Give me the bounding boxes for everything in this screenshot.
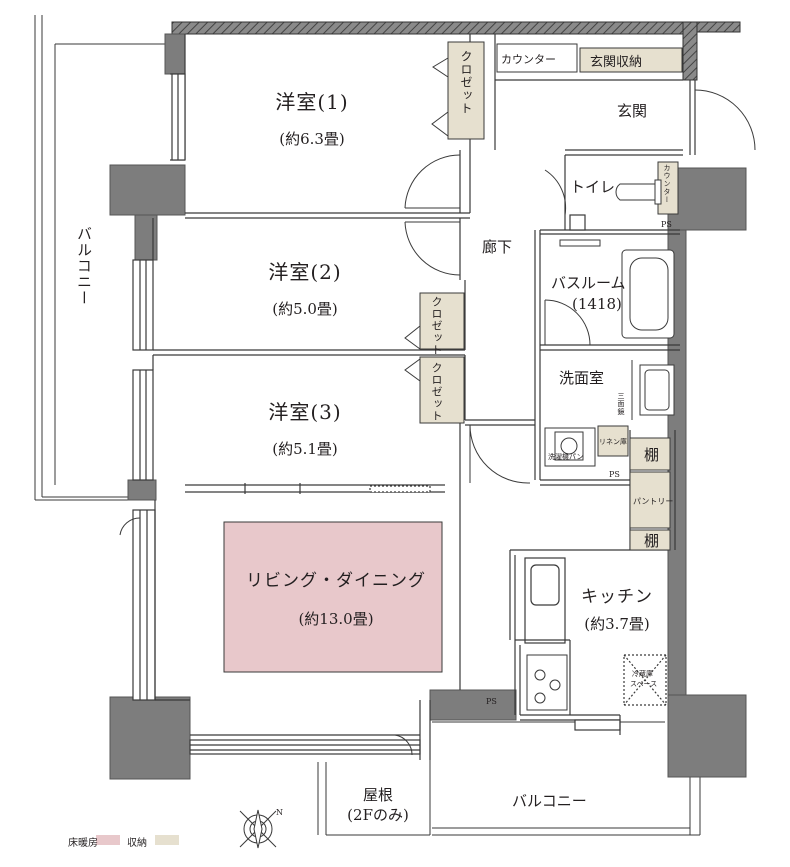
ps-wash-label: PS (609, 470, 620, 479)
ps-toilet-label: PS (661, 220, 672, 229)
room-bathroom-size: (1418) (572, 295, 622, 313)
room-western3-area: (約5.1畳) (272, 440, 338, 458)
room-living-name: リビング・ダイニング (246, 571, 426, 591)
closet2-label: クロゼット (430, 296, 443, 356)
fridge-space-label-2: スペース (630, 680, 658, 688)
compass-north-label: N (276, 808, 283, 817)
toilet-fixture (615, 179, 662, 205)
room-hallway-name: 廊下 (482, 238, 513, 256)
legend-floor-heating-label: 床暖房 (68, 838, 98, 849)
room-kitchen-name: キッチン (581, 587, 653, 607)
shelf-top-label: 棚 (644, 446, 660, 464)
compass-icon (239, 809, 277, 849)
washbasin (631, 360, 675, 420)
closet-door-marks (404, 57, 449, 382)
shoe-storage-label: 玄関収納 (590, 55, 643, 70)
balcony-south-label: バルコニー (512, 792, 587, 810)
balcony-west-outline (34, 15, 170, 501)
roof-note: (2Fのみ) (347, 806, 409, 824)
washer-pan-label: 洗濯機パン (548, 453, 584, 461)
right-top-wall-hatch (682, 21, 698, 81)
room-western1-name: 洋室(1) (275, 90, 349, 114)
legend-floor-heating-swatch (96, 835, 120, 845)
floor-heating-area (223, 521, 443, 673)
counter-entrance-outline (496, 43, 578, 73)
door-swings (119, 89, 756, 756)
room-washroom-name: 洗面室 (559, 369, 605, 387)
legend-storage-label: 収納 (127, 838, 147, 849)
stove (526, 654, 568, 711)
counter-entrance-label: カウンター (501, 53, 556, 66)
closet3-label: クロゼット (430, 362, 443, 422)
room-bathroom-name: バスルーム (551, 274, 626, 292)
shelf-bottom-label: 棚 (644, 532, 660, 550)
room-western1-area: (約6.3畳) (279, 130, 345, 148)
counter-toilet-label: カウンター (663, 164, 671, 204)
three-mirror-label: 三面鏡 (617, 392, 625, 416)
fridge-space-label-1: 冷蔵庫 (632, 670, 653, 678)
washer-pan (544, 427, 596, 467)
top-wall-hatch (171, 21, 698, 35)
right-top-wall-ext (696, 21, 741, 33)
room-western2-name: 洋室(2) (268, 260, 342, 284)
room-toilet-name: トイレ (570, 178, 616, 196)
room-living-area: (約13.0畳) (298, 610, 374, 628)
roof-name: 屋根 (362, 786, 394, 804)
balcony-south-outline (317, 721, 701, 836)
room-entrance-name: 玄関 (617, 102, 648, 120)
pantry-label: パントリー (633, 497, 674, 506)
room-kitchen-area: (約3.7畳) (584, 615, 650, 633)
room-western2-area: (約5.0畳) (272, 300, 338, 318)
storage-fills (419, 41, 683, 551)
linen-label: リネン庫 (599, 438, 627, 446)
structural-walls (109, 33, 747, 780)
bathtub (559, 239, 675, 339)
ps-living-label: PS (486, 697, 497, 706)
room-western3-name: 洋室(3) (268, 400, 342, 424)
closet1-label: クロゼット (459, 50, 473, 115)
legend-storage-swatch (155, 835, 179, 845)
balcony-west-label: バルコニー (75, 226, 93, 306)
interior-walls (132, 34, 696, 760)
